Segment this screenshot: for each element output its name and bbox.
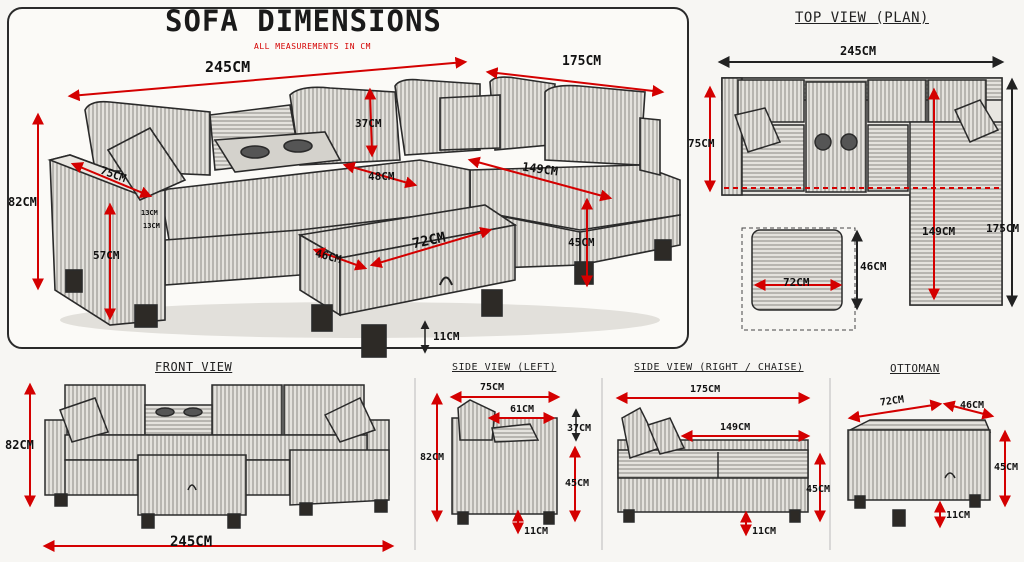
top-dim-depth: 75CM — [688, 137, 715, 150]
top-dim-width: 245CM — [840, 44, 877, 58]
dim-chaise-length: 175CM — [562, 54, 602, 69]
dim-arm-width-a: 13CM — [141, 209, 158, 217]
side-left-dim-depth: 75CM — [480, 382, 505, 393]
ottoman-dimension-lines — [847, 399, 1011, 529]
top-view-title: TOP VIEW (PLAN) — [795, 10, 929, 26]
dim-back-cushion: 37CM — [355, 117, 382, 130]
front-view-dimension-lines — [24, 382, 395, 552]
dim-leg-height: 11CM — [433, 330, 460, 343]
front-dim-height: 82CM — [5, 438, 34, 452]
side-left-dimension-lines — [431, 391, 581, 535]
front-view-title: FRONT VIEW — [155, 360, 233, 374]
main-dimension-lines — [32, 56, 665, 321]
top-dim-chaise-total: 175CM — [986, 222, 1020, 235]
side-right-dim-leg: 11CM — [752, 526, 777, 537]
side-left-illustration — [451, 399, 558, 525]
ottoman-dim-height: 45CM — [994, 462, 1019, 473]
dim-seat-width: 48CM — [368, 170, 395, 183]
top-dim-chaise-inner: 149CM — [922, 225, 956, 238]
side-right-dim-length: 175CM — [690, 384, 721, 395]
side-right-illustration — [617, 406, 809, 523]
side-right-dimension-lines — [615, 392, 826, 537]
measurement-note: ALL MEASUREMENTS IN CM — [254, 42, 371, 51]
dim-seat-height: 57CM — [93, 249, 120, 262]
side-left-dim-leg: 11CM — [524, 526, 549, 537]
top-dim-ottoman-width: 46CM — [860, 260, 887, 273]
ottoman-dim-width: 46CM — [960, 400, 985, 411]
side-left-dim-seat: 45CM — [565, 478, 590, 489]
side-left-dim-height: 82CM — [420, 452, 445, 463]
page-title: SOFA DIMENSIONS — [165, 4, 442, 38]
ottoman-illustration — [847, 419, 992, 527]
ottoman-title: OTTOMAN — [890, 362, 940, 375]
dim-total-width: 245CM — [205, 58, 251, 76]
ottoman-dim-leg: 11CM — [946, 510, 971, 521]
side-right-title: SIDE VIEW (RIGHT / CHAISE) — [634, 362, 804, 373]
side-left-dim-back: 37CM — [567, 423, 592, 434]
top-view-illustration — [721, 77, 1003, 331]
side-left-dim-seat-depth: 61CM — [510, 404, 535, 415]
dim-arm-width-b: 13CM — [143, 222, 160, 230]
top-view-dimension-lines — [704, 56, 1018, 311]
front-view-illustration — [44, 384, 390, 529]
side-right-dim-seat: 149CM — [720, 422, 751, 433]
side-left-title: SIDE VIEW (LEFT) — [452, 362, 557, 373]
dim-chaise-height: 45CM — [568, 236, 595, 249]
top-dim-ottoman-length: 72CM — [783, 276, 810, 289]
side-right-dim-height: 45CM — [806, 484, 831, 495]
front-dim-width: 245CM — [170, 534, 213, 550]
dim-total-height: 82CM — [8, 195, 37, 209]
